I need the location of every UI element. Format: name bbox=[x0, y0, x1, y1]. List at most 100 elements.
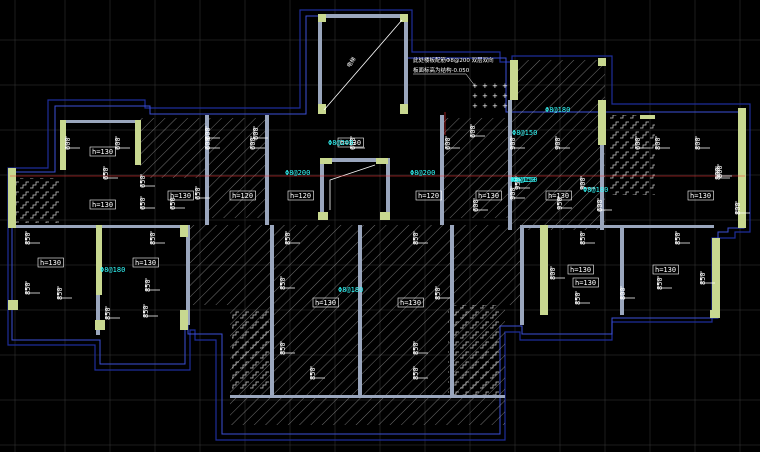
rebar-mark bbox=[550, 266, 565, 279]
columns bbox=[8, 14, 746, 330]
rebar-mark bbox=[115, 136, 130, 149]
rebar-mark bbox=[140, 196, 155, 209]
rebar-mark bbox=[735, 201, 750, 214]
rebar-length-label: 850 bbox=[24, 232, 32, 245]
shaft-label: 电梯 bbox=[345, 55, 358, 69]
slab-thickness-label: h=130 bbox=[135, 259, 156, 267]
rebar-mark bbox=[473, 198, 488, 211]
rebar-mark bbox=[575, 291, 590, 304]
rebar-length-label: 600 bbox=[114, 137, 122, 150]
rebar-spec-label: Φ8@180 bbox=[583, 186, 608, 194]
slab-thickness-label: h=130 bbox=[170, 192, 191, 200]
rebar-length-label: 950 bbox=[556, 197, 564, 210]
slab-thickness-label: h=130 bbox=[655, 266, 676, 274]
rebar-mark bbox=[310, 366, 325, 379]
rebar-length-label: 800 bbox=[714, 167, 722, 180]
thickness-box bbox=[312, 297, 339, 308]
rebar-mark bbox=[580, 231, 595, 244]
rebar-length-label: 600 bbox=[252, 127, 260, 140]
rebar-mark bbox=[280, 341, 295, 354]
thickness-box bbox=[229, 190, 256, 201]
slab-thickness-label: h=130 bbox=[548, 192, 569, 200]
slab-thickness-labels: h=130 h=130 h=130 h=120 h=120 h=130 h=120 h=130… bbox=[37, 137, 714, 308]
rebar-length-label: 850 bbox=[579, 232, 587, 245]
rebar-length-label: 850 bbox=[412, 342, 420, 355]
rebar-length-label: 600 bbox=[472, 199, 480, 212]
slab-thickness-label: h=120 bbox=[290, 192, 311, 200]
rebar-length-label: 800 bbox=[654, 137, 662, 150]
rebar-mark bbox=[103, 166, 118, 179]
rebar-mark bbox=[620, 286, 635, 299]
rebar-length-label: 800 bbox=[619, 287, 627, 300]
slab-thickness-label: h=130 bbox=[40, 259, 61, 267]
rebar-mark bbox=[280, 276, 295, 289]
rebar-length-label: 800 bbox=[694, 137, 702, 150]
slab-thickness-label: h=130 bbox=[690, 192, 711, 200]
rebar-mark bbox=[285, 231, 300, 244]
rebar-length-label: 600 bbox=[469, 125, 477, 138]
thickness-box bbox=[337, 137, 364, 148]
thickness-box bbox=[132, 257, 159, 268]
rebar-length-label: 900 bbox=[579, 177, 587, 190]
note-line-1: 此处楼板配筋Φ8@200 双层双向 bbox=[413, 56, 494, 64]
rebar-mark bbox=[655, 136, 670, 149]
rebar-length-label: 850 bbox=[434, 287, 442, 300]
thickness-box bbox=[89, 146, 116, 157]
slab-thickness-label: h=130 bbox=[315, 299, 336, 307]
rebar-length-label: 850 bbox=[149, 232, 157, 245]
rebar-mark bbox=[695, 136, 710, 149]
rebar-mark bbox=[510, 186, 525, 199]
slab-thickness-label: h=130 bbox=[340, 139, 361, 147]
rebar-length-label: 850 bbox=[309, 367, 317, 380]
slab-thickness-label: h=130 bbox=[400, 299, 421, 307]
rebar-mark bbox=[470, 124, 485, 137]
note-line-2: 板面标高为结构-0.050 bbox=[413, 66, 470, 74]
rebar-length-label: 600 bbox=[204, 127, 212, 140]
thickness-box bbox=[287, 190, 314, 201]
rebar-mark bbox=[413, 231, 428, 244]
rebar-mark bbox=[57, 286, 72, 299]
thickness-box bbox=[475, 190, 502, 201]
rebar-length-label: 800 bbox=[549, 267, 557, 280]
rebar-length-label: 650 bbox=[139, 175, 147, 188]
rebar-length-label: 600 bbox=[444, 137, 452, 150]
thickness-box bbox=[397, 297, 424, 308]
rebar-length-label: 850 bbox=[412, 367, 420, 380]
rebar-length-label: 850 bbox=[574, 292, 582, 305]
rebar-mark bbox=[717, 164, 732, 177]
rebar-length-label: 850 bbox=[142, 305, 150, 318]
thickness-box bbox=[37, 257, 64, 268]
rebar-mark bbox=[150, 231, 165, 244]
thickness-box bbox=[572, 277, 599, 288]
rebar-spec-label: Φ8@200 bbox=[410, 169, 435, 177]
rebar-length-label: 850 bbox=[699, 272, 707, 285]
rebar-mark bbox=[515, 176, 530, 189]
rebar-length-label: 800 bbox=[734, 202, 742, 215]
rebar-length-label: 850 bbox=[104, 307, 112, 320]
rebar-mark bbox=[555, 136, 570, 149]
rebar-mark bbox=[350, 136, 365, 149]
rebar-mark bbox=[597, 198, 612, 211]
rebar-mark bbox=[205, 136, 220, 149]
slab-thickness-label: h=120 bbox=[418, 192, 439, 200]
slab-thickness-label: h=120 bbox=[232, 192, 253, 200]
thickness-box bbox=[652, 264, 679, 275]
rebar-length-label: 650 bbox=[139, 197, 147, 210]
rebar-length-label: 950 bbox=[514, 177, 522, 190]
slab-thickness-label: h=130 bbox=[92, 148, 113, 156]
slab-thickness-label: h=130 bbox=[478, 192, 499, 200]
rebar-spec-label: Φ8@150 bbox=[510, 176, 535, 184]
rebar-mark bbox=[143, 304, 158, 317]
rebar-length-label: 650 bbox=[194, 187, 202, 200]
rebar-mark bbox=[145, 278, 160, 291]
rebar-length-label: 650 bbox=[169, 197, 177, 210]
rebar-mark bbox=[105, 306, 120, 319]
rebar-mark bbox=[25, 231, 40, 244]
rebar-mark bbox=[657, 276, 672, 289]
rebar-length-label: 600 bbox=[249, 137, 257, 150]
rebar-spec-label: Φ8@180 bbox=[545, 106, 570, 114]
rebar-length-label: 800 bbox=[716, 165, 724, 178]
rebar-mark bbox=[435, 286, 450, 299]
